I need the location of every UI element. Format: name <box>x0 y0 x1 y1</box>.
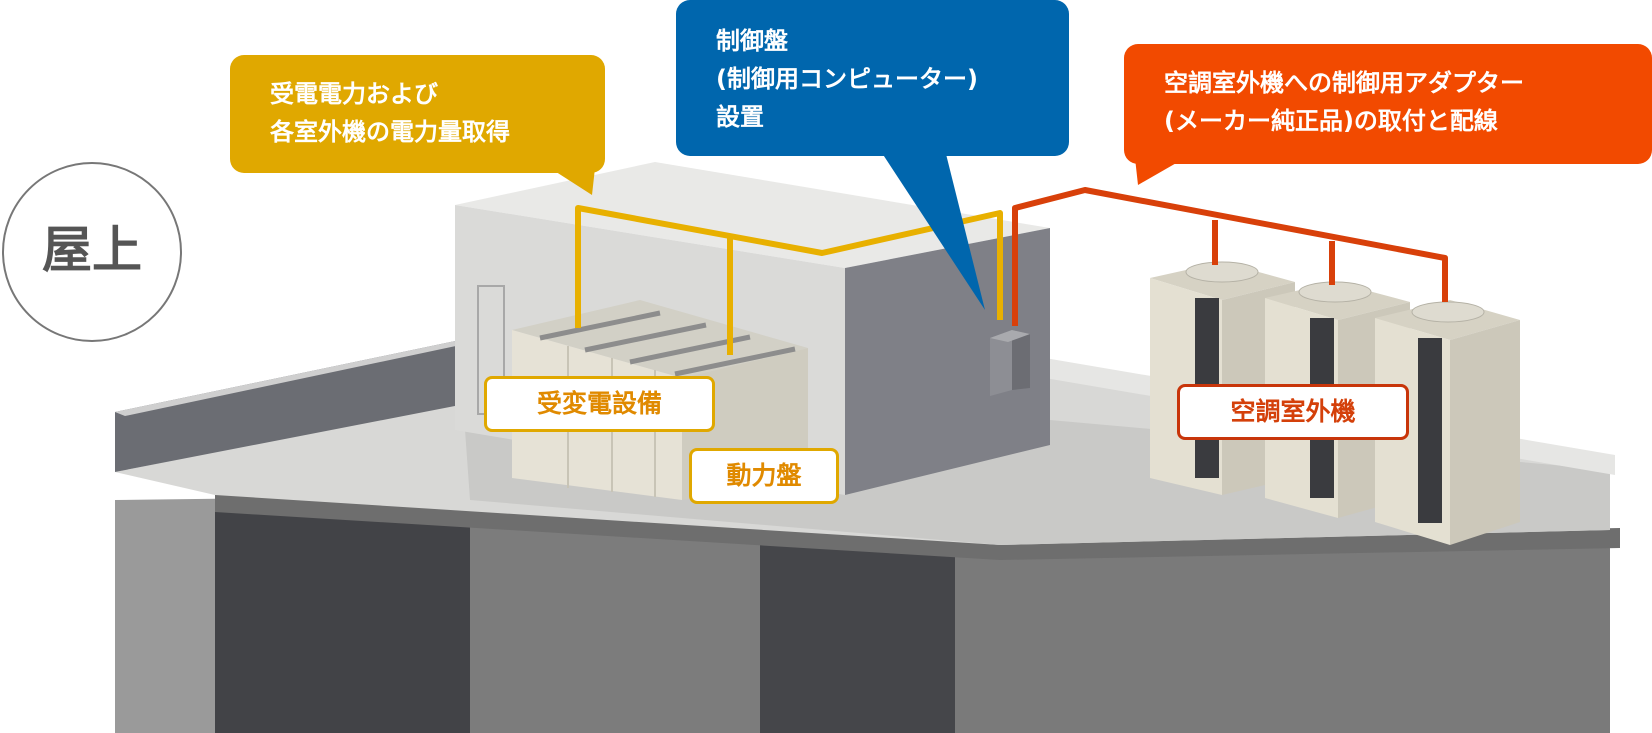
label-ac-outdoor-unit: 空調室外機 <box>1177 384 1409 440</box>
switchgear-rail-2 <box>584 322 707 353</box>
callout-power-line-2: 各室外機の電力量取得 <box>270 118 510 146</box>
callout-power-tail <box>550 168 595 195</box>
power-wire <box>575 205 1003 328</box>
callout-control-line-1: 制御盤 <box>716 27 788 55</box>
control-wire <box>1012 187 1448 326</box>
building-dark-panel-right <box>760 510 955 733</box>
label-substation: 受変電設備 <box>484 376 715 432</box>
callout-power-line-1: 受電電力および <box>270 80 438 108</box>
callout-adapter-tail <box>1135 158 1185 185</box>
callout-adapter-line-1: 空調室外機への制御用アダプター <box>1164 69 1524 97</box>
building-dark-panel-left <box>215 500 470 733</box>
callout-power-acquisition: 受電電力および 各室外機の電力量取得 <box>230 55 605 173</box>
callout-control-line-2: (制御用コンピューター) <box>716 65 978 93</box>
building-mid-panel <box>470 505 760 733</box>
switchgear-top <box>512 300 808 378</box>
label-power-panel: 動力盤 <box>689 448 839 504</box>
callout-control-panel: 制御盤 (制御用コンピューター) 設置 <box>676 0 1069 156</box>
callout-control-line-3: 設置 <box>716 103 764 131</box>
switchgear-rail-4 <box>674 346 796 377</box>
housing-top <box>455 162 1050 268</box>
parapet-left <box>115 340 460 472</box>
control-box-side <box>1012 330 1030 390</box>
control-box-top <box>990 330 1030 342</box>
building-right-wall <box>955 540 1610 733</box>
ac-unit-3 <box>1375 300 1520 545</box>
control-box-front <box>990 330 1012 396</box>
switchgear-rail-1 <box>539 310 661 341</box>
callout-adapter-line-2: (メーカー純正品)の取付と配線 <box>1164 107 1498 135</box>
callout-adapter-installation: 空調室外機への制御用アダプター (メーカー純正品)の取付と配線 <box>1124 44 1652 164</box>
parapet-left-top <box>115 340 470 416</box>
building-ledge <box>215 492 1620 560</box>
rooftop-badge: 屋上 <box>2 162 182 342</box>
callout-ctrl-tail <box>880 150 985 310</box>
